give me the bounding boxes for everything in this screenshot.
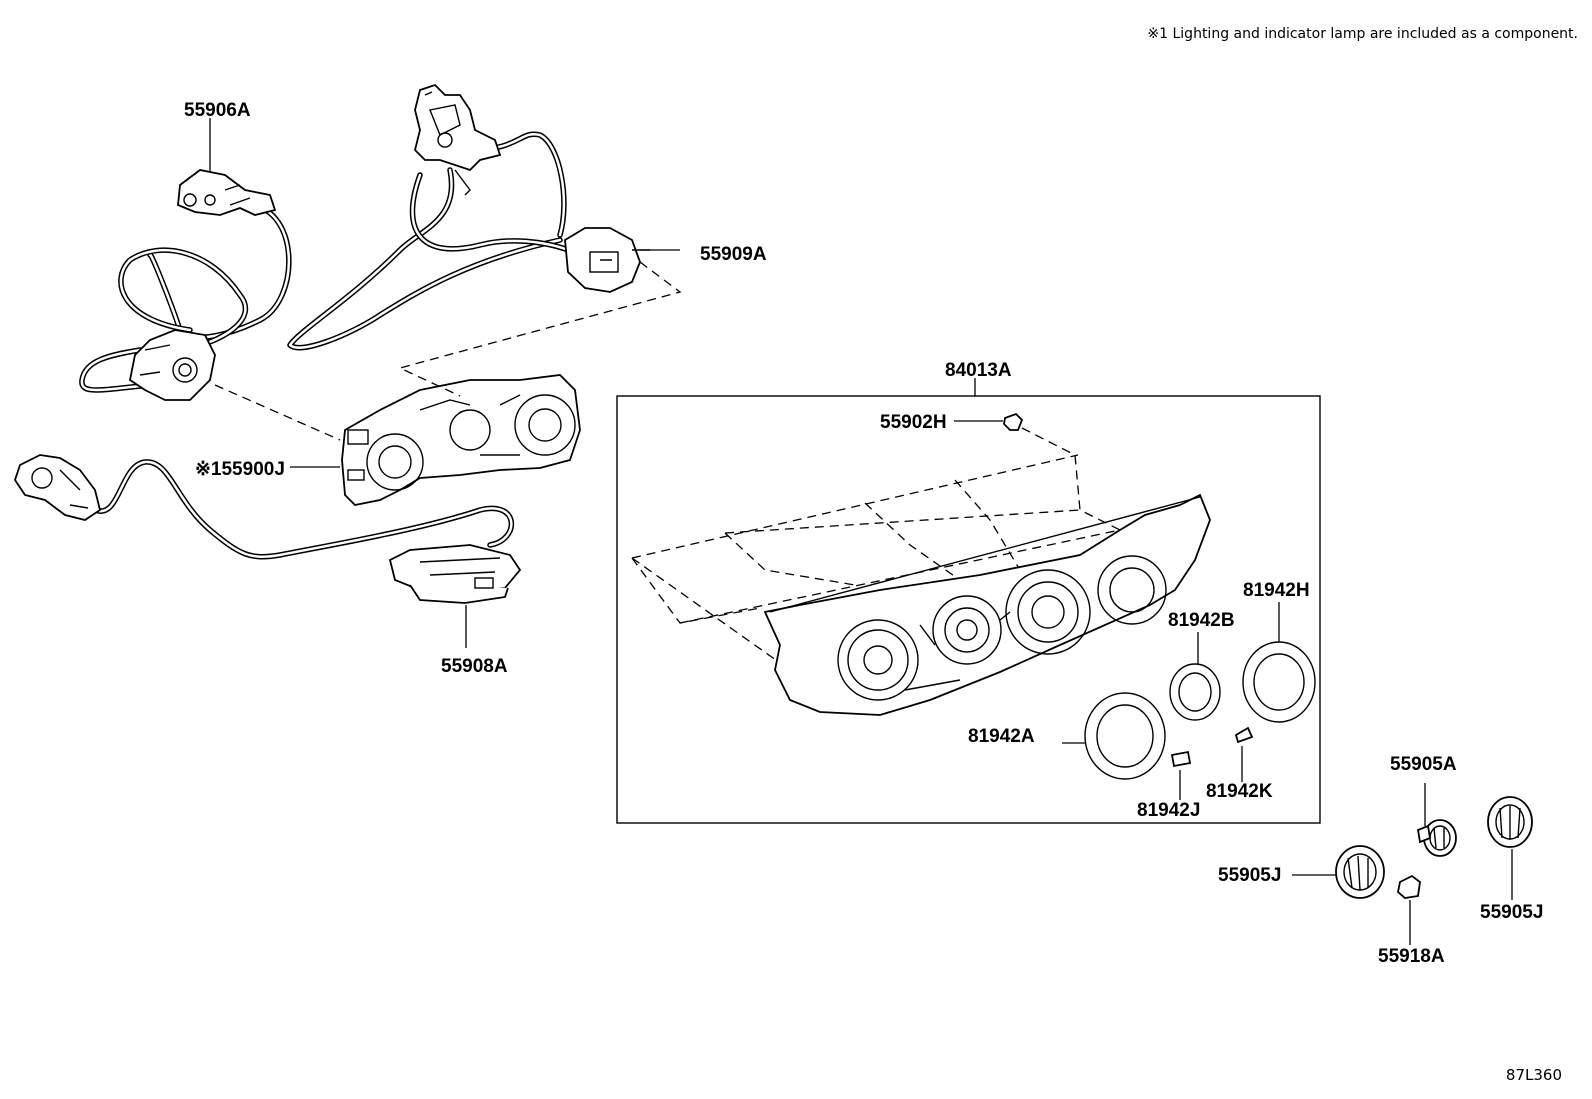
label-55909a: 55909A [700, 244, 767, 265]
clip-81942j [1170, 750, 1192, 800]
label-81942k: 81942K [1206, 781, 1273, 802]
label-55908a: 55908A [441, 656, 508, 677]
assembly-box-84013a [616, 378, 1321, 824]
label-55906a: 55906A [184, 100, 251, 121]
knob-55905j-right [1487, 796, 1533, 900]
part-55902h [954, 412, 1024, 431]
control-cable-55906a [79, 169, 292, 401]
assembly-guide-lines-panel [631, 427, 1121, 671]
part-55908a [388, 544, 522, 604]
label-55902h: 55902H [880, 412, 947, 433]
clip-81942k [1234, 726, 1254, 782]
part-labels: 55906A 55909A 84013A 55902H ※155900J 559… [184, 100, 1543, 967]
label-81942j: 81942J [1137, 800, 1200, 821]
knob-55905j-left [1292, 845, 1385, 899]
assembly-guide-lines-left [209, 118, 682, 648]
label-81942b: 81942B [1168, 610, 1235, 631]
label-55905a: 55905A [1390, 754, 1457, 775]
reference-code: 87L360 [1506, 1066, 1562, 1084]
ring-81942b [1169, 632, 1221, 721]
part-55918a [1397, 874, 1421, 945]
label-55918a: 55918A [1378, 946, 1445, 967]
control-cable-55909a [287, 83, 650, 351]
label-55900j: ※155900J [195, 459, 285, 480]
label-81942a: 81942A [968, 726, 1035, 747]
control-unit-55900j [341, 374, 581, 506]
knob-55905a [1416, 783, 1457, 857]
ring-81942a [1062, 692, 1166, 780]
label-84013a: 84013A [945, 360, 1012, 381]
ring-81942h [1242, 602, 1316, 723]
label-55905j-right: 55905J [1480, 902, 1543, 923]
control-cable-lower [14, 454, 515, 560]
control-panel-face [763, 493, 1211, 716]
label-55905j-left: 55905J [1218, 865, 1281, 886]
label-81942h: 81942H [1243, 580, 1310, 601]
component-note: ※1 Lighting and indicator lamp are inclu… [1147, 26, 1578, 42]
